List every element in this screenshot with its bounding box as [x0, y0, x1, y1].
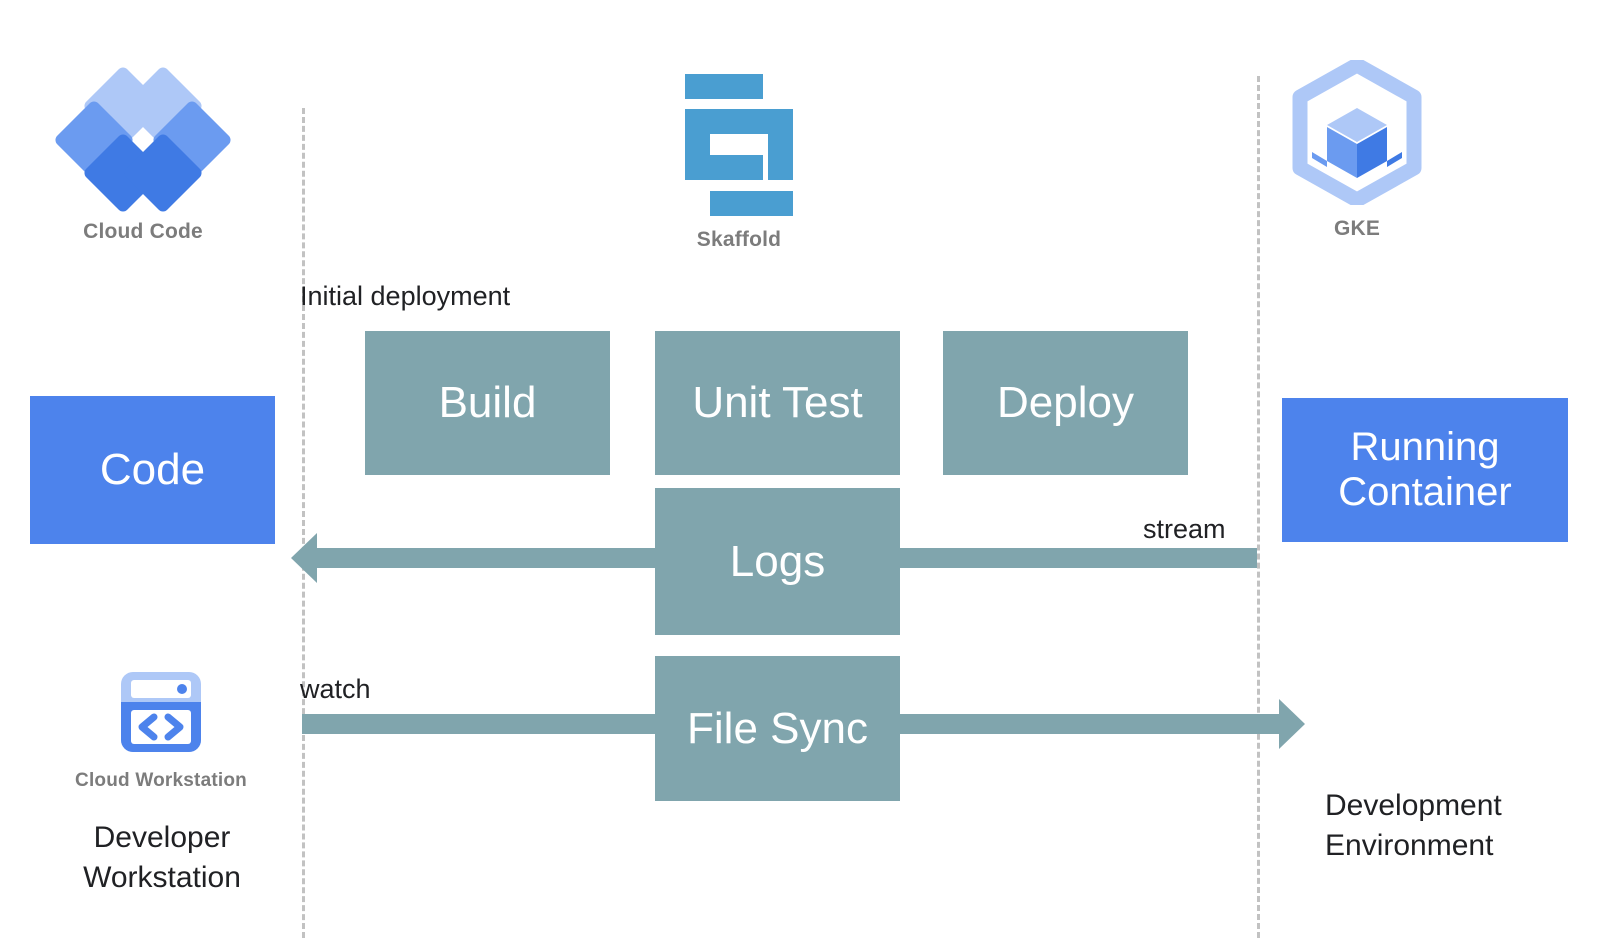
cloud-code-icon	[52, 64, 234, 215]
box-unit-test[interactable]: Unit Test	[655, 331, 900, 475]
logo-cloud-workstation: Cloud Workstation	[56, 664, 266, 792]
box-file-sync-label: File Sync	[687, 703, 868, 753]
box-logs[interactable]: Logs	[655, 488, 900, 635]
logo-caption-gke: GKE	[1333, 217, 1381, 240]
box-build-label: Build	[438, 378, 537, 428]
box-deploy-label: Deploy	[997, 378, 1134, 428]
file-sync-watch-arrow-head	[1279, 699, 1305, 749]
logo-skaffold: Skaffold	[679, 68, 799, 252]
box-running-container[interactable]: Running Container	[1282, 398, 1568, 542]
logs-stream-arrow-head	[291, 533, 317, 583]
logo-caption-skaffold: Skaffold	[696, 228, 782, 251]
gke-icon	[1292, 57, 1422, 208]
box-code[interactable]: Code	[30, 396, 275, 544]
box-running-container-label: Running Container	[1338, 425, 1512, 514]
box-build[interactable]: Build	[365, 331, 610, 475]
cloud-workstation-window-icon	[121, 672, 201, 752]
box-logs-label: Logs	[729, 536, 826, 586]
skaffold-icon	[679, 68, 799, 216]
environment-boundary-line	[1257, 76, 1260, 938]
zone-label-developer-workstation: Developer Workstation	[83, 821, 241, 894]
logo-caption-cloud-code: Cloud Code	[83, 220, 203, 243]
label-watch: watch	[300, 674, 371, 704]
zone-label-development-environment: Development Environment	[1325, 789, 1502, 862]
box-file-sync[interactable]: File Sync	[655, 656, 900, 801]
logo-caption-cloud-workstation: Cloud Workstation	[75, 770, 247, 791]
box-unit-test-label: Unit Test	[692, 378, 863, 428]
label-stream: stream	[1143, 514, 1226, 544]
logo-cloud-code: Cloud Code	[52, 64, 234, 244]
label-initial-deployment: Initial deployment	[300, 281, 511, 311]
box-deploy[interactable]: Deploy	[943, 331, 1188, 475]
box-code-label: Code	[99, 445, 206, 495]
logo-gke: GKE	[1292, 57, 1422, 241]
cloud-workstation-icon	[113, 664, 209, 760]
workstation-boundary-line	[302, 108, 305, 938]
gke-hexagon-cube-svg	[1292, 57, 1422, 208]
